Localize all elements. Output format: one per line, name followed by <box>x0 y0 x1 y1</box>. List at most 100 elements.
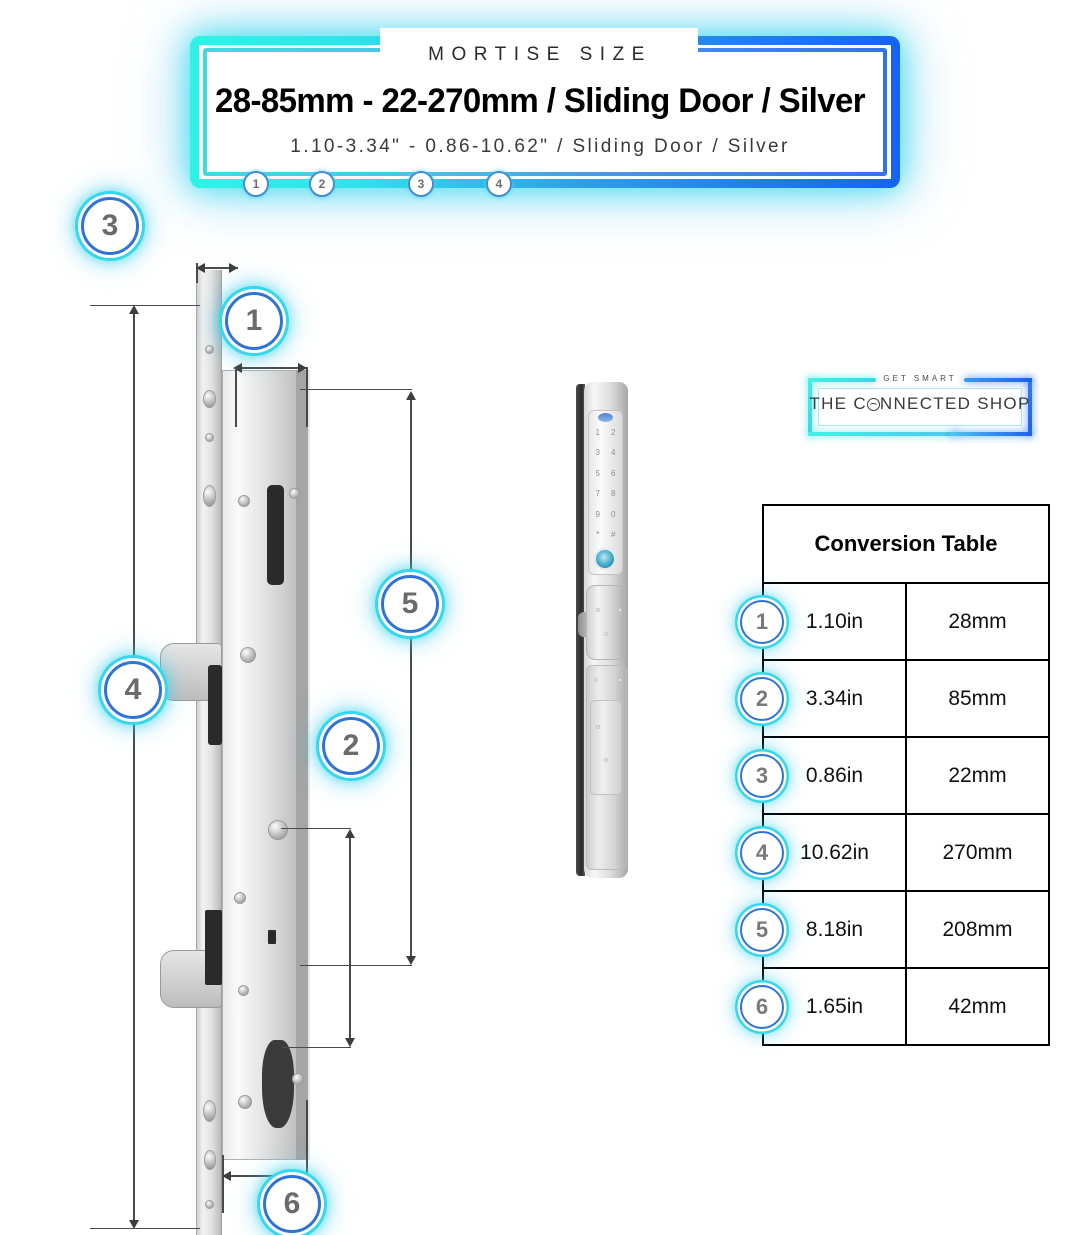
keypad-key: 1 <box>595 428 600 437</box>
lock-case-shading <box>296 370 310 1160</box>
keypad-key: * <box>596 529 600 539</box>
connected-o-icon <box>866 398 880 411</box>
logo-inner-border <box>818 388 1022 426</box>
ext-line <box>281 1047 351 1049</box>
header-badge-3: 3 <box>408 171 434 197</box>
dim-arrow <box>222 1171 231 1181</box>
hook-bolt-upper <box>267 485 284 585</box>
table-badge-5: 5 <box>740 908 784 952</box>
table-title: Conversion Table <box>762 504 1050 584</box>
latch-bolt-lower <box>205 910 222 985</box>
cell-mm: 42mm <box>905 967 1050 1046</box>
ext-line <box>300 965 412 967</box>
screw-hole <box>205 433 214 442</box>
device-screw-dot <box>618 608 622 612</box>
logo-wordmark-after: NNECTED SHOP <box>879 394 1031 413</box>
dim-line-3 <box>198 267 238 269</box>
screw-hole <box>205 345 214 354</box>
screw-hole <box>240 647 256 663</box>
logo-frame-left-top <box>808 378 876 382</box>
mortise-lock-diagram: 3 1 5 4 2 6 <box>0 195 520 1235</box>
cell-inches: 3.34in <box>762 659 907 738</box>
screw-hole <box>203 390 216 408</box>
table-row: 1.65in 42mm <box>762 967 1050 1046</box>
lock-faceplate <box>196 270 222 1235</box>
page-title: 28-85mm - 22-270mm / Sliding Door / Silv… <box>214 82 866 120</box>
latch-bolt-upper <box>208 665 222 745</box>
cell-inches: 1.10in <box>762 582 907 661</box>
table-badge-4: 4 <box>740 831 784 875</box>
keypad-key: 6 <box>611 468 616 478</box>
callout-3: 3 <box>81 197 139 255</box>
keypad-key: 5 <box>595 468 600 478</box>
logo-tagline: GET SMART <box>883 374 957 383</box>
cell-mm: 208mm <box>905 890 1050 969</box>
cell-mm: 28mm <box>905 582 1050 661</box>
dim-arrow <box>406 956 416 965</box>
header-subtitle: 1.10-3.34" - 0.86-10.62" / Sliding Door … <box>290 136 790 157</box>
cylinder-cutout <box>262 1040 294 1128</box>
screw-hole <box>205 1200 214 1209</box>
screw-hole <box>234 892 246 904</box>
keypad-key: # <box>611 529 616 539</box>
smart-lock-device: 1 2 3 4 5 6 7 8 9 0 * # <box>556 380 656 880</box>
logo-frame-right-bottom <box>950 432 1032 436</box>
ext-line <box>306 367 308 427</box>
cell-mm: 270mm <box>905 813 1050 892</box>
dim-arrow <box>345 1038 355 1047</box>
device-keypad-panel <box>588 410 623 575</box>
device-screw-dot <box>594 678 598 682</box>
table-badge-2: 2 <box>740 677 784 721</box>
header-badge-2: 2 <box>309 171 335 197</box>
keypad-key: 8 <box>611 489 616 499</box>
cell-inches: 1.65in <box>762 967 907 1046</box>
table-badge-6: 6 <box>740 985 784 1029</box>
screw-hole <box>268 820 288 840</box>
callout-1: 1 <box>225 292 283 350</box>
logo-frame-right <box>1028 378 1032 436</box>
screw-hole <box>204 1150 216 1170</box>
device-keypad: 1 2 3 4 5 6 7 8 9 0 * # <box>590 428 621 540</box>
callout-6: 6 <box>263 1175 321 1233</box>
dim-arrow <box>298 363 307 373</box>
header-banner: MORTISE SIZE 28-85mm - 22-270mm / Slidin… <box>0 0 1080 215</box>
dim-line-1 <box>235 367 307 369</box>
table-row: 10.62in 270mm <box>762 813 1050 892</box>
dim-arrow <box>345 829 355 838</box>
dim-arrow <box>233 363 242 373</box>
dim-arrow <box>229 263 238 273</box>
callout-5: 5 <box>381 575 439 633</box>
keypad-key: 2 <box>611 428 616 437</box>
keypad-key: 7 <box>595 489 600 499</box>
ext-line <box>222 1155 224 1213</box>
logo-frame-left <box>808 378 812 436</box>
device-screw-dot <box>618 678 622 682</box>
cell-inches: 8.18in <box>762 890 907 969</box>
screw-hole <box>289 488 300 499</box>
logo-frame-left-bottom <box>808 432 958 436</box>
device-screw-dot <box>604 758 608 762</box>
device-battery-cover <box>590 700 622 795</box>
cell-inches: 0.86in <box>762 736 907 815</box>
cell-mm: 22mm <box>905 736 1050 815</box>
keypad-key: 4 <box>611 448 616 458</box>
ext-line <box>90 1228 200 1230</box>
dim-arrow <box>129 305 139 314</box>
header-badge-4: 4 <box>486 171 512 197</box>
table-row: 1.10in 28mm <box>762 582 1050 661</box>
table-badge-3: 3 <box>740 754 784 798</box>
dim-line-4 <box>133 307 135 1227</box>
keypad-key: 0 <box>611 509 616 519</box>
conversion-table-wrapper: Conversion Table 1.10in 28mm 3.34in 85mm… <box>740 504 1050 1052</box>
device-screw-dot <box>596 608 600 612</box>
header-inner-frame <box>203 48 887 176</box>
screw-hole <box>238 495 250 507</box>
dim-arrow <box>129 1220 139 1229</box>
keeper-slot <box>268 930 276 944</box>
callout-2: 2 <box>322 717 380 775</box>
callout-4: 4 <box>104 661 162 719</box>
device-screw-dot <box>596 725 600 729</box>
dim-arrow <box>196 263 205 273</box>
